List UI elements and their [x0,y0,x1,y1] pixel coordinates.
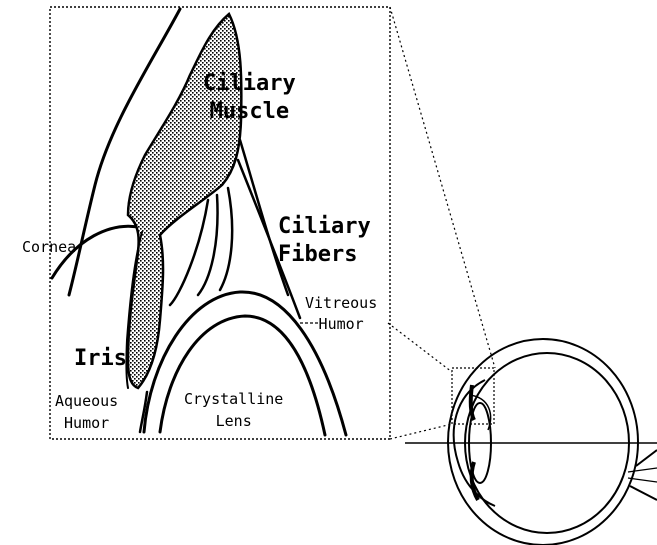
optic-nerve-lower [630,486,657,500]
optic-nerve-upper [636,450,657,466]
label-ciliary-fibers: Ciliary Fibers [278,216,371,266]
eyeball-outer [448,339,638,545]
zoom-lines [388,7,495,439]
label-aqueous-humor: Aqueous Humor [55,394,118,431]
label-cornea: Cornea [22,240,76,255]
label-ciliary-muscle: Ciliary Muscle [203,73,296,123]
label-crystalline-lens: Crystalline Lens [184,392,283,429]
label-iris: Iris [74,348,127,370]
label-vitreous-humor: Vitreous Humor [305,296,377,332]
whole-eye [405,339,657,545]
